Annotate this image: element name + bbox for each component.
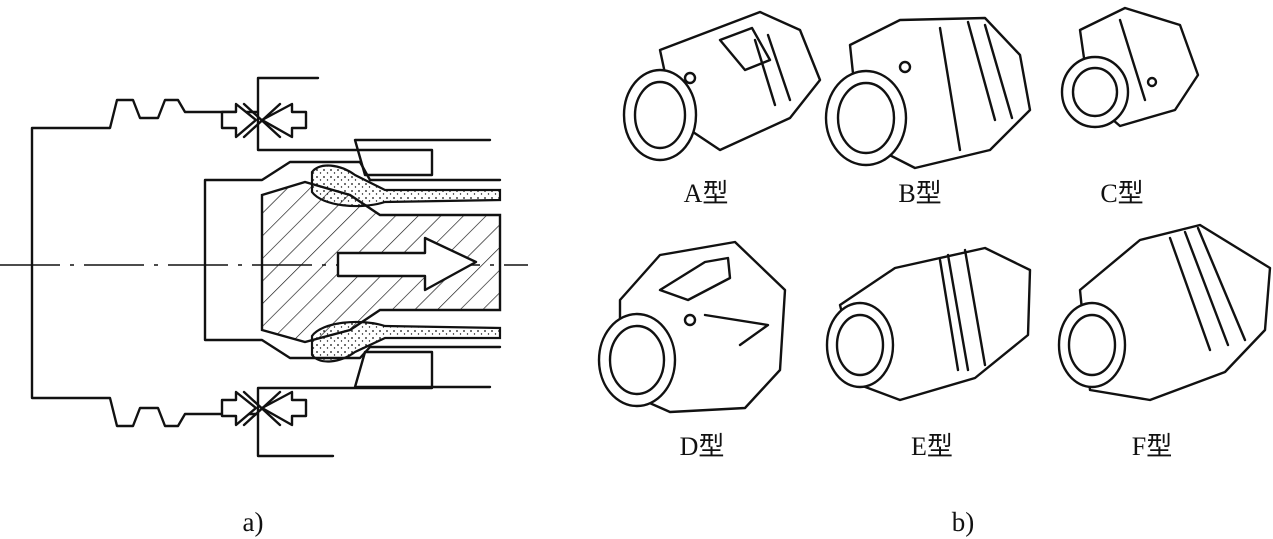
type-c-label: C型 — [1100, 179, 1143, 208]
panel-a-label: a) — [243, 507, 264, 537]
type-e-label: E型 — [911, 432, 953, 461]
type-d-label: D型 — [680, 432, 725, 461]
type-c-part — [1060, 6, 1200, 129]
lower-bearing-icon — [220, 390, 308, 427]
upper-bearing-icon — [220, 102, 308, 139]
type-f-label: F型 — [1132, 432, 1172, 461]
type-a-label: A型 — [684, 179, 729, 208]
type-f-part — [1057, 223, 1272, 402]
cross-section-diagram — [0, 76, 528, 458]
upper-chuck-body — [256, 110, 492, 177]
inner-chamber — [203, 160, 502, 360]
housing-outline — [30, 76, 335, 458]
panel-b-label: b) — [952, 507, 975, 537]
type-d-part — [597, 240, 787, 414]
type-e-part — [825, 246, 1032, 402]
flow-arrow-icon — [336, 236, 478, 292]
type-a-part — [622, 10, 822, 162]
type-b-label: B型 — [898, 179, 941, 208]
lower-seal — [310, 320, 502, 363]
type-b-part — [824, 16, 1032, 170]
lower-chuck-body — [256, 350, 492, 416]
upper-seal — [310, 164, 502, 208]
